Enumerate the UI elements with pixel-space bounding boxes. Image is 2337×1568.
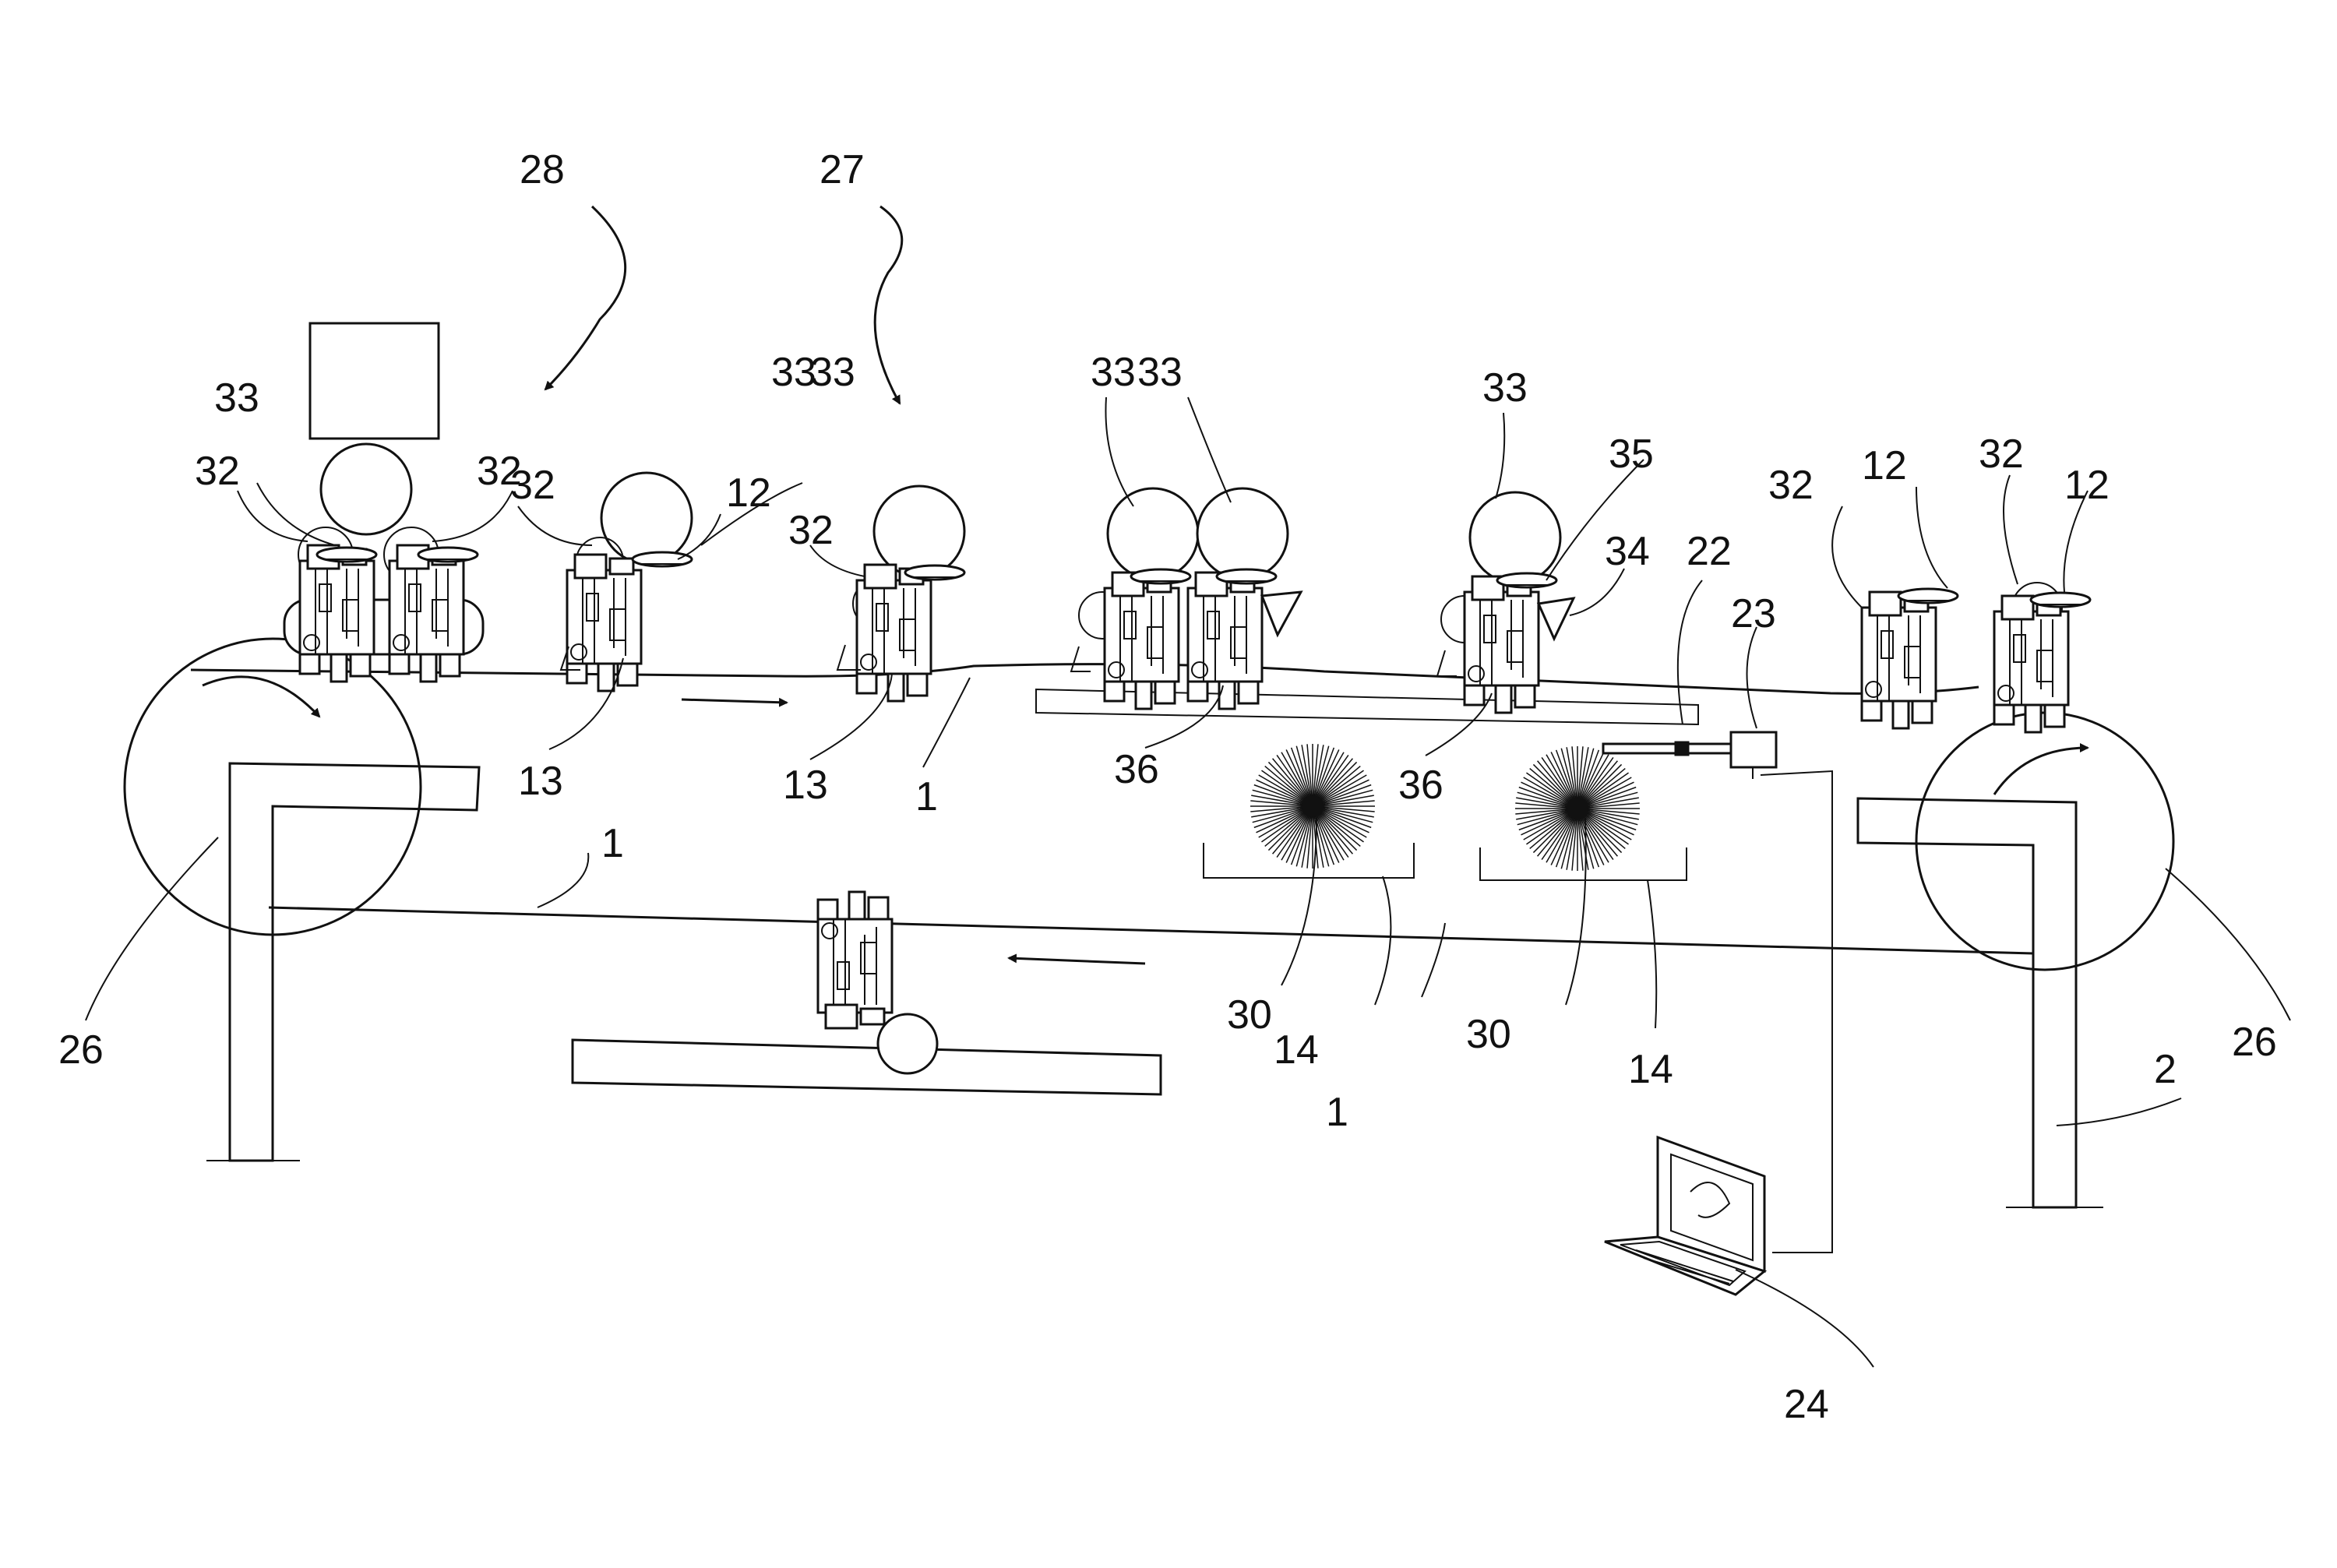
label-13-b: 13	[783, 763, 828, 808]
station-12-right-b	[1994, 583, 2090, 732]
label-33-f: 33	[1482, 365, 1528, 410]
label-1-b: 1	[601, 821, 624, 866]
label-36-b: 36	[1398, 763, 1443, 808]
station-34-35	[1437, 492, 1574, 713]
leader-lines	[86, 206, 2290, 1367]
station-12-right-a	[1862, 589, 1958, 728]
left-frame	[206, 763, 479, 1161]
label-30-b: 30	[1466, 1012, 1511, 1057]
label-1-c: 1	[1326, 1090, 1348, 1135]
reference-labels: 28 27 33 32 32 32 33 12 33 32 33 33 33 3…	[58, 147, 2277, 1427]
station-28-double	[284, 444, 483, 682]
brush-30-right	[1515, 746, 1640, 871]
rotation-arrow-right	[1994, 748, 2088, 795]
label-32-d: 32	[788, 508, 834, 553]
label-14-b: 14	[1628, 1047, 1673, 1092]
display-box	[310, 323, 439, 439]
laptop-computer	[1605, 1137, 1764, 1295]
brush-30-left	[1250, 744, 1375, 869]
label-32-e: 32	[1768, 463, 1814, 508]
label-33-a: 33	[214, 375, 259, 421]
right-frame	[1858, 798, 2103, 1207]
label-30-a: 30	[1227, 992, 1272, 1038]
label-1-a: 1	[915, 774, 938, 819]
label-36-a: 36	[1114, 747, 1159, 792]
sensor-box-23	[1731, 732, 1776, 779]
sensor-bar-22	[1603, 742, 1732, 756]
label-12-c: 12	[2064, 463, 2110, 508]
bracket-14-right	[1480, 847, 1687, 880]
label-12-a: 12	[726, 470, 771, 516]
rotation-arrow-left	[203, 677, 319, 717]
brush-hub	[1567, 798, 1588, 819]
station-36-double	[1071, 488, 1301, 709]
signal-cable	[1761, 771, 1832, 1253]
label-33-e: 33	[1137, 350, 1183, 395]
label-32-f: 32	[1979, 432, 2024, 477]
station-13-left	[561, 473, 692, 691]
label-12-b: 12	[1862, 443, 1907, 488]
label-35: 35	[1609, 432, 1654, 477]
label-34: 34	[1605, 529, 1650, 574]
label-33-d: 33	[1091, 350, 1136, 395]
brush-hub	[1302, 795, 1324, 817]
label-23: 23	[1731, 591, 1776, 636]
label-28: 28	[520, 147, 565, 192]
label-14-a: 14	[1274, 1027, 1319, 1073]
flow-arrow-forward	[682, 699, 787, 703]
label-24: 24	[1784, 1382, 1829, 1427]
label-26-b: 26	[2232, 1020, 2277, 1065]
lower-rail	[573, 1040, 1161, 1094]
drive-wheel-right	[1916, 713, 2173, 970]
flow-arrow-return	[1009, 958, 1145, 964]
label-27: 27	[820, 147, 865, 192]
label-32-a: 32	[195, 449, 240, 494]
label-32-c: 32	[510, 463, 555, 508]
label-13-a: 13	[518, 759, 563, 804]
label-33-c: 33	[810, 350, 855, 395]
label-2: 2	[2154, 1047, 2177, 1092]
label-26-a: 26	[58, 1027, 104, 1073]
belt-lower-run	[269, 907, 2033, 953]
label-22: 22	[1687, 529, 1732, 574]
